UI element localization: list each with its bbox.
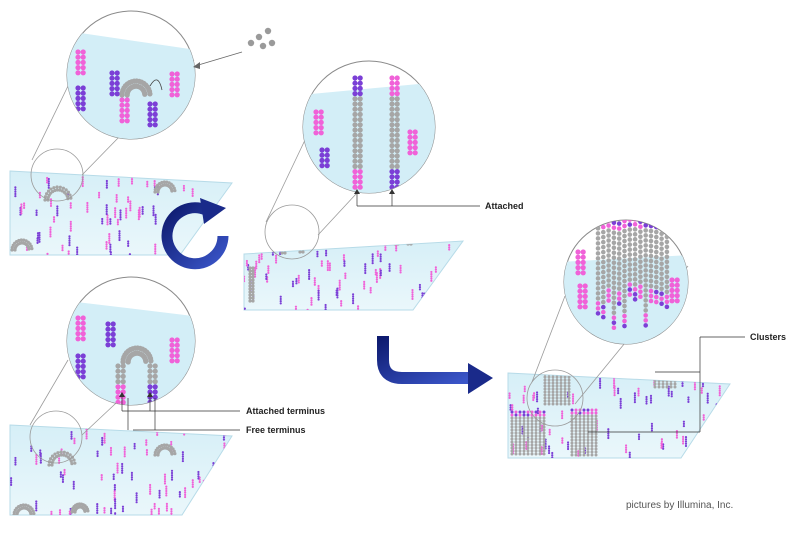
magnifier-3 [66, 276, 196, 406]
attached-terminus-label: Attached terminus [246, 406, 325, 416]
attached-label: Attached [485, 201, 524, 211]
surface-panel-1 [9, 170, 233, 256]
label-leaders [121, 193, 745, 433]
magnifier-2 [302, 60, 436, 194]
nucleotide-pointer-arrow [193, 51, 243, 69]
surface-panel-2 [243, 240, 465, 311]
magnifier-4 [563, 219, 689, 345]
magnifier-1 [66, 10, 196, 140]
zoom-spot-1 [30, 148, 84, 202]
bend-arrow-icon [377, 336, 493, 394]
zoom-spot-4 [526, 369, 584, 427]
zoom-spot-2 [264, 204, 320, 260]
surface-panel-3 [9, 424, 233, 516]
clusters-label: Clusters [750, 332, 786, 342]
surface-panel-4 [507, 372, 731, 459]
cycle-arrow-icon [161, 198, 229, 270]
zoom-spot-3 [29, 410, 83, 464]
free-nucleotides [247, 27, 276, 50]
free-terminus-label: Free terminus [246, 425, 306, 435]
image-credit: pictures by Illumina, Inc. [626, 500, 734, 511]
